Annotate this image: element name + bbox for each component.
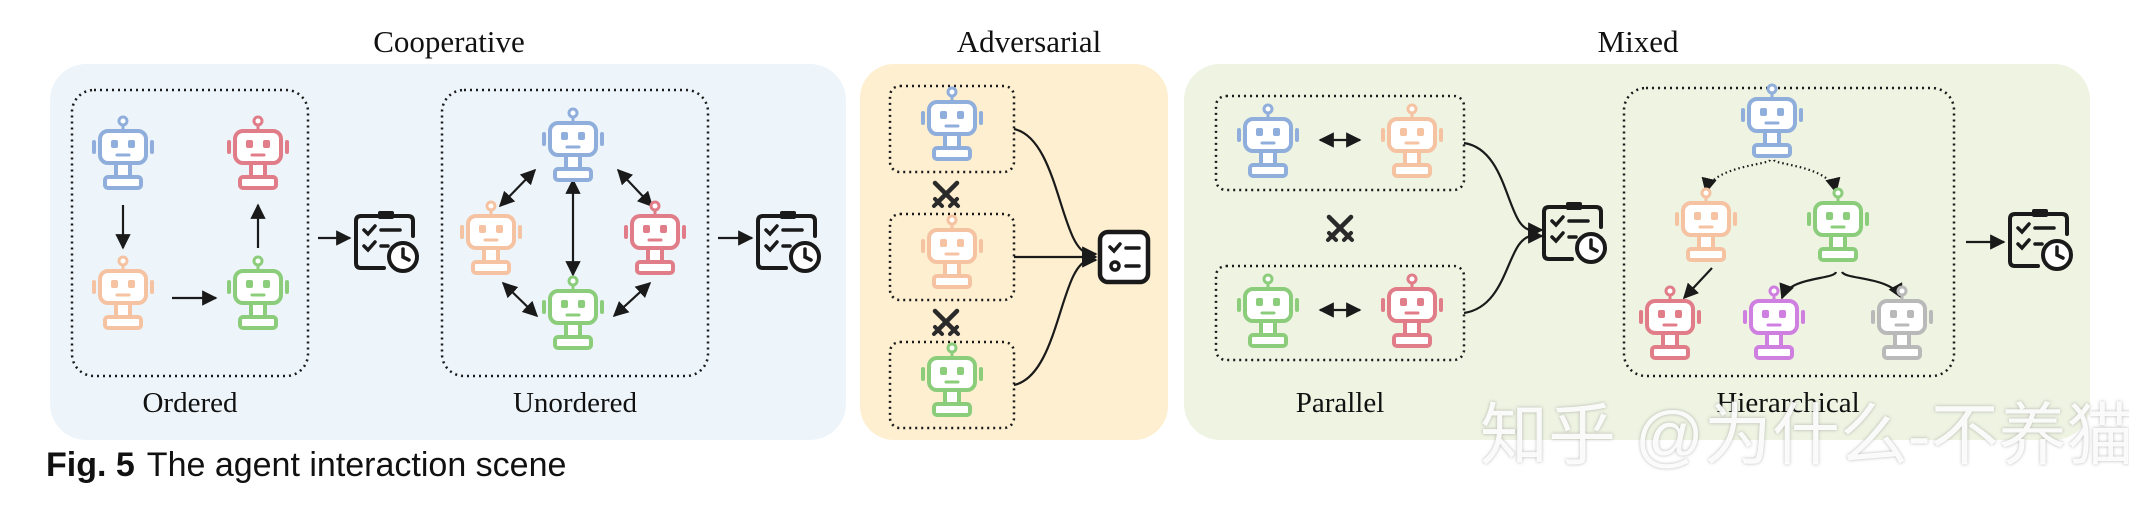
- unordered-group: [440, 88, 710, 378]
- sub-label-hierarchical: Hierarchical: [1716, 387, 1859, 419]
- watermark: 知乎 @为什么-不养猫: [1480, 398, 2129, 474]
- figure-caption: Fig. 5 The agent interaction scene: [46, 446, 566, 485]
- sub-label-unordered: Unordered: [513, 387, 638, 419]
- checklist-icon: [1100, 232, 1148, 282]
- figure-caption-label: Fig. 5: [46, 446, 135, 484]
- connector-lines: [115, 127, 2006, 387]
- section-title-mixed: Mixed: [1598, 24, 1679, 59]
- sub-label-ordered: Ordered: [142, 387, 238, 419]
- cooperative-panel: [50, 64, 846, 440]
- adversarial-group-1: [888, 84, 1016, 174]
- adversarial-group-3: [888, 340, 1016, 430]
- sub-label-parallel: Parallel: [1296, 387, 1385, 419]
- parallel-group-2: [1214, 264, 1466, 362]
- section-title-adversarial: Adversarial: [957, 24, 1102, 59]
- adversarial-group-2: [888, 212, 1016, 302]
- section-title-cooperative: Cooperative: [373, 24, 525, 59]
- figure-caption-text: The agent interaction scene: [146, 446, 567, 484]
- parallel-group-1: [1214, 94, 1466, 192]
- ordered-group: [70, 88, 310, 378]
